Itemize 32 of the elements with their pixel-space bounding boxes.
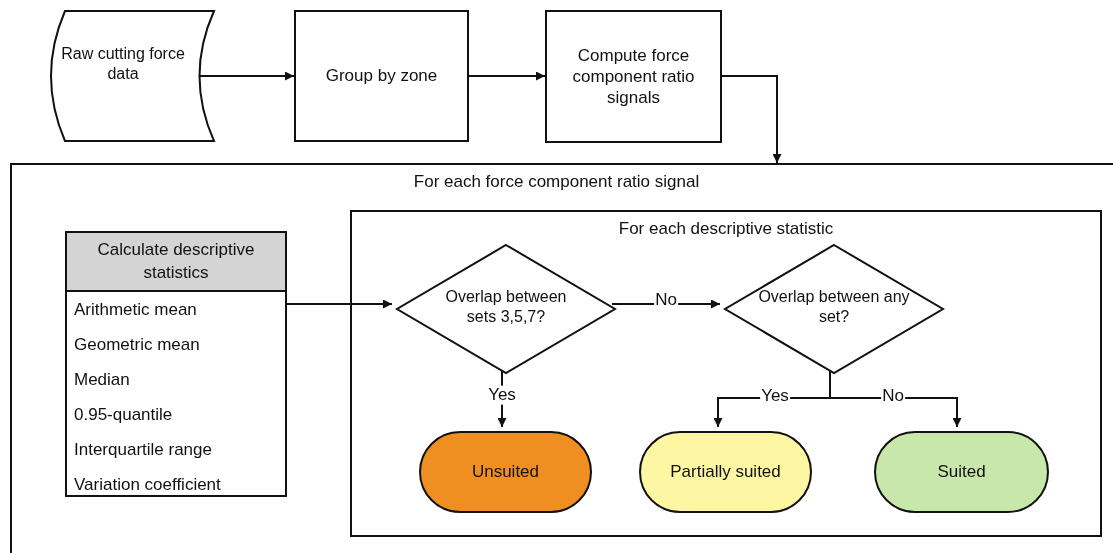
arrow	[721, 75, 782, 164]
decision-diamond	[396, 244, 616, 374]
loop-frame	[10, 163, 1113, 553]
terminal-shape	[874, 431, 1049, 513]
statistic-item: Variation coefficient	[73, 473, 222, 496]
data-label: Raw cutting force data	[60, 44, 186, 84]
statistic-item: Arithmetic mean	[73, 298, 198, 321]
process-box	[545, 10, 722, 143]
frame-title: For each force component ratio signal	[412, 171, 701, 193]
statistic-item: Median	[73, 368, 131, 391]
table-header: Calculate descriptive statistics	[67, 233, 285, 292]
outcome-label: Partially suited	[669, 461, 782, 484]
loop-frame	[350, 210, 1102, 537]
frame-title: For each descriptive statistic	[617, 218, 835, 240]
process-box	[294, 10, 469, 142]
outcome-label: Suited	[936, 461, 987, 484]
step-label: Group by zone	[324, 65, 439, 88]
decision-label: Overlap between any set?	[757, 287, 911, 327]
arrow	[284, 299, 393, 309]
arrow	[198, 71, 295, 81]
terminal-shape	[639, 431, 812, 513]
statistic-item: 0.95-quantile	[73, 403, 174, 426]
statistic-item: Geometric mean	[73, 333, 201, 356]
statistics-table	[65, 231, 287, 497]
statistic-item: Interquartile range	[73, 438, 213, 461]
terminal-shape	[419, 431, 592, 513]
edge-label: Yes	[487, 385, 517, 405]
decision-label: Overlap between sets 3,5,7?	[444, 287, 568, 327]
outcome-label: Unsuited	[470, 461, 541, 484]
decision-diamond	[724, 244, 944, 374]
step-label: Compute force component ratio signals	[571, 44, 696, 110]
arrow	[468, 71, 546, 81]
